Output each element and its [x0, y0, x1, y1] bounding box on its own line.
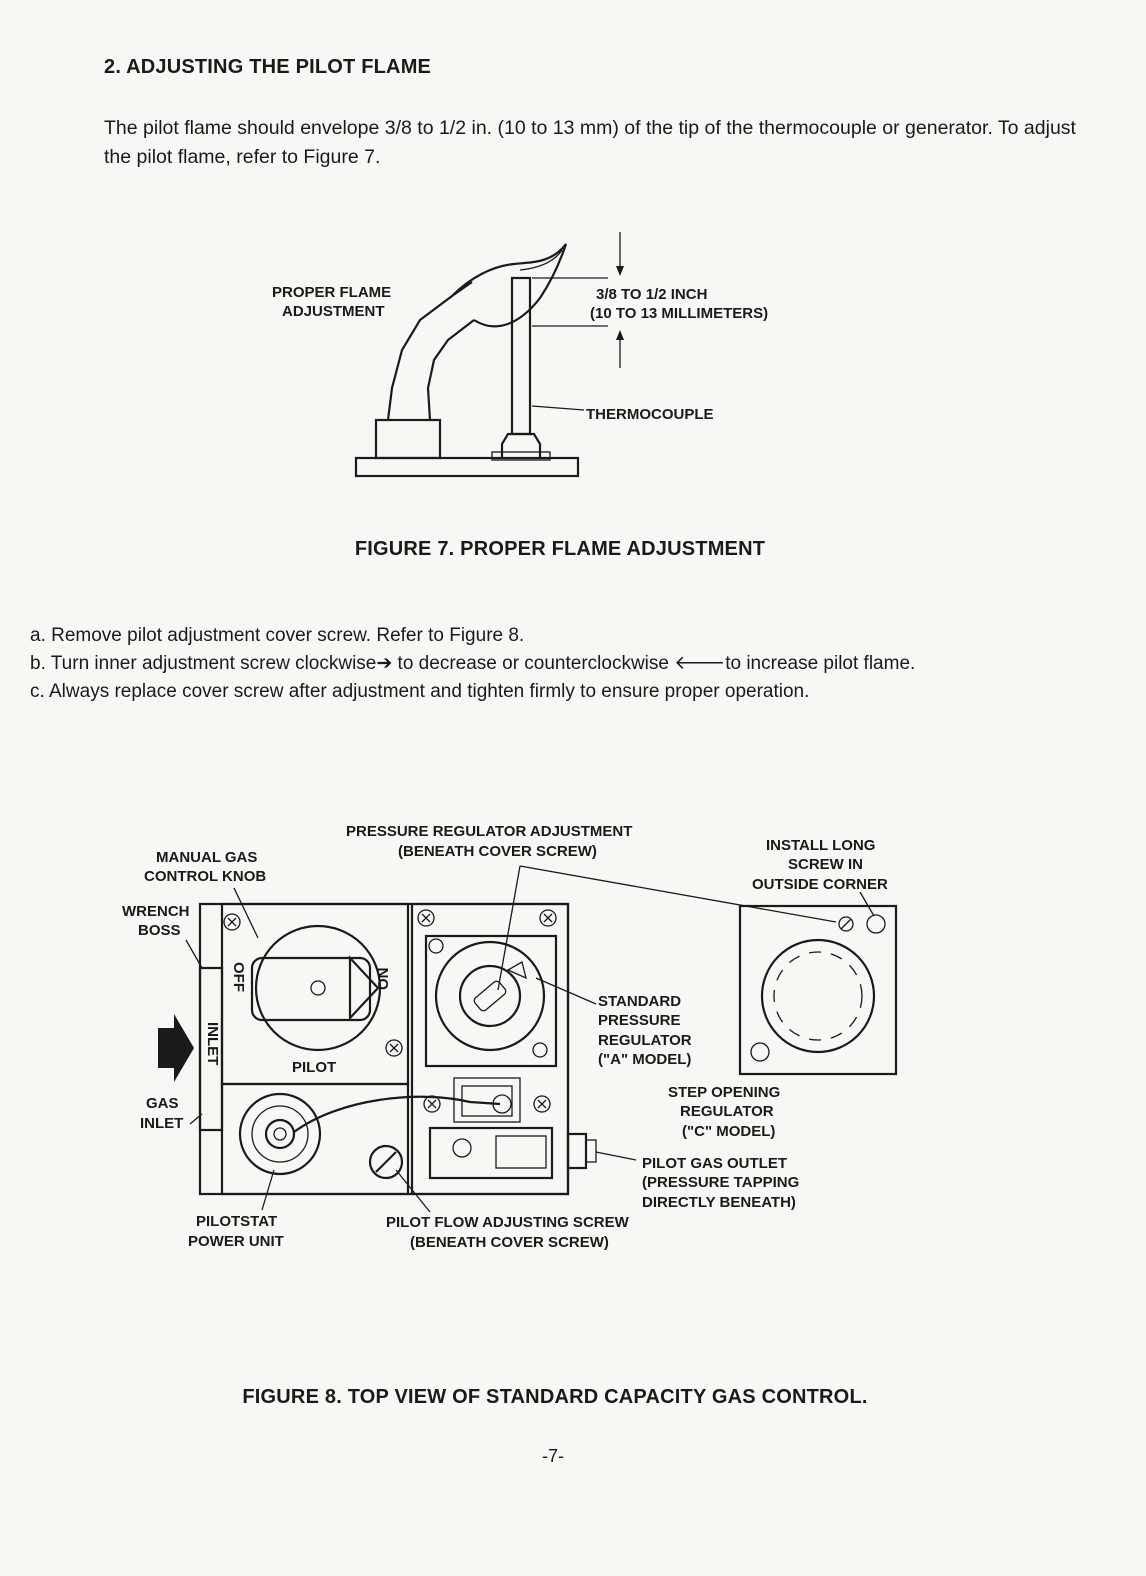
pilot-flame [451, 243, 568, 328]
label-outside-corner: OUTSIDE CORNER [752, 876, 888, 893]
intro-paragraph: The pilot flame should envelope 3/8 to 1… [104, 117, 1076, 168]
pilotstat-power-unit [238, 1092, 322, 1176]
thermocouple-leader [531, 405, 585, 411]
label-regulator: REGULATOR [598, 1032, 692, 1049]
label-power-unit: POWER UNIT [188, 1233, 284, 1250]
label-standard: STANDARD [598, 993, 681, 1010]
label-pilotstat: PILOTSTAT [196, 1213, 277, 1230]
label-gas: GAS [146, 1095, 179, 1112]
leader-lines [185, 865, 875, 1213]
step-c: c. Always replace cover screw after adju… [30, 681, 810, 702]
label-inlet: INLET [204, 1022, 221, 1065]
base-plate [354, 456, 580, 478]
label-pressure-regulator-adjustment: PRESSURE REGULATOR ADJUSTMENT [346, 823, 632, 840]
label-control-knob: CONTROL KNOB [144, 868, 266, 885]
label-screw-in: SCREW IN [788, 856, 863, 873]
pressure-regulator-dial [434, 940, 546, 1052]
thermocouple-base [500, 432, 542, 458]
gas-inlet-arrow-icon [158, 1014, 194, 1082]
pilot-gas-outlet-fitting [566, 1132, 597, 1170]
step-a: a. Remove pilot adjustment cover screw. … [30, 625, 525, 646]
label-adjustment: ADJUSTMENT [282, 303, 385, 320]
regulator-plate [424, 934, 558, 1068]
burner-tube-right [426, 319, 475, 421]
section-heading: 2. ADJUSTING THE PILOT FLAME [104, 56, 432, 78]
regulator-side-view [738, 904, 898, 1076]
label-step-regulator: REGULATOR [680, 1103, 774, 1120]
label-pressure: PRESSURE [598, 1012, 681, 1029]
figure-7-caption: FIGURE 7. PROPER FLAME ADJUSTMENT [354, 538, 766, 560]
label-pilot: PILOT [292, 1059, 336, 1076]
manual-gas-control-knob [250, 924, 382, 1052]
step-b: b. Turn inner adjustment screw clockwise… [30, 653, 916, 674]
label-manual-gas: MANUAL GAS [156, 849, 257, 866]
label-c-model: ("C" MODEL) [682, 1123, 775, 1140]
label-gas-inlet: INLET [140, 1115, 183, 1132]
pilotstat-section [220, 1082, 410, 1196]
pilot-flow-adjusting-screw [368, 1144, 404, 1180]
adjustment-steps: a. Remove pilot adjustment cover screw. … [30, 622, 1120, 706]
label-on: ON [375, 968, 392, 991]
label-dimension-inch: 3/8 TO 1/2 INCH [596, 286, 707, 303]
label-beneath-cover-screw-top: (BENEATH COVER SCREW) [398, 843, 597, 860]
figure-8-caption: FIGURE 8. TOP VIEW OF STANDARD CAPACITY … [242, 1386, 868, 1408]
label-install-long: INSTALL LONG [766, 837, 875, 854]
label-beneath-cover-screw-bottom: (BENEATH COVER SCREW) [410, 1234, 609, 1251]
label-pilot-gas-outlet: PILOT GAS OUTLET [642, 1155, 787, 1172]
label-a-model: ("A" MODEL) [598, 1051, 691, 1068]
label-off: OFF [230, 962, 247, 992]
regulator-section [410, 902, 570, 1196]
label-thermocouple: THERMOCOUPLE [586, 406, 714, 423]
label-directly-beneath: DIRECTLY BENEATH) [642, 1194, 796, 1211]
thermocouple-wire [293, 1095, 501, 1133]
label-wrench: WRENCH [122, 903, 190, 920]
mounting-screws [223, 909, 557, 1113]
page-number: -7- [542, 1446, 564, 1466]
step-opening-regulator [428, 1077, 554, 1180]
label-proper-flame: PROPER FLAME [272, 284, 391, 301]
label-dimension-mm: (10 TO 13 MILLIMETERS) [590, 305, 768, 322]
label-boss: BOSS [138, 922, 181, 939]
label-pilot-flow-adjusting-screw: PILOT FLOW ADJUSTING SCREW [386, 1214, 630, 1231]
label-step-opening: STEP OPENING [668, 1084, 780, 1101]
label-pressure-tapping: (PRESSURE TAPPING [642, 1174, 799, 1191]
